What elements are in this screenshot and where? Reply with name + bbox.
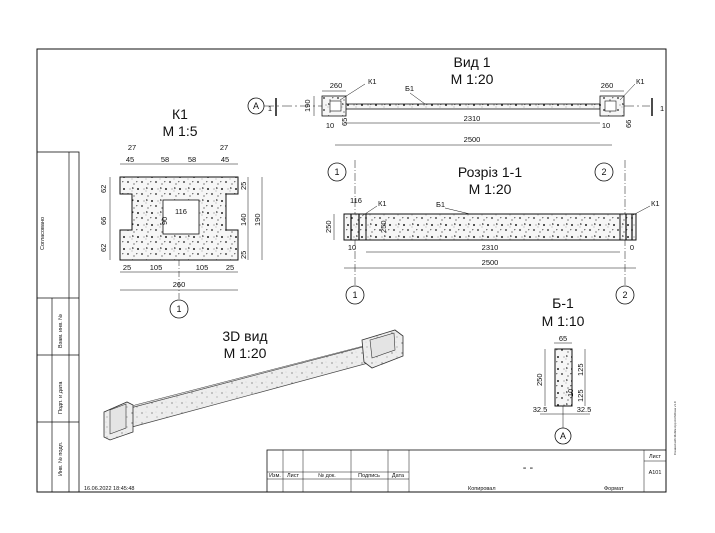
k1-d45-left: 45: [126, 155, 134, 164]
section-axis-2-top: 2: [601, 167, 606, 177]
section-d250-center: 250: [379, 220, 388, 233]
stamp-sign-date: Подп. и дата: [58, 381, 64, 414]
k1-d25-top: 25: [239, 182, 248, 190]
view1-d260-left: 260: [330, 81, 343, 90]
section-d10: 10: [348, 243, 356, 252]
b1-d325-right: 32.5: [577, 405, 592, 414]
k1-title: К1: [172, 106, 188, 122]
b1-d10: 10: [566, 389, 575, 397]
view1-d260-right: 260: [601, 81, 614, 90]
view1-d10-right: 10: [602, 121, 610, 130]
view1-mark-1: 1: [268, 104, 272, 113]
view1-d190: 190: [303, 99, 312, 112]
stamp-inv-orig: Инв. № подл.: [58, 441, 64, 476]
view1-title: Вид 1: [453, 54, 490, 70]
k1-d105-right: 105: [196, 263, 209, 272]
view1-d65: 65: [340, 118, 349, 126]
k1-d190: 190: [253, 213, 262, 226]
tb-ndoc: № док.: [318, 473, 336, 479]
footer-format: Формат: [604, 486, 624, 492]
b1-d250: 250: [535, 373, 544, 386]
tb-name: - -: [523, 462, 534, 474]
view-3d: 3D вид М 1:20: [103, 328, 404, 441]
tb-data: Дата: [392, 473, 405, 479]
k1-d27-left: 27: [128, 143, 136, 152]
view1-axis-a: А: [253, 101, 259, 111]
section-scale: М 1:20: [469, 181, 512, 197]
tb-list: Лист: [287, 473, 299, 479]
footer-kopiroval: Копировал: [468, 486, 496, 492]
section-1-1: Розріз 1-1 М 1:20 1 2 116 К1 Б1 К1 250 2…: [324, 160, 660, 305]
side-stamp: Согласовано Взам. инв. № Подп. и дата Ин…: [40, 217, 64, 476]
tb-sheet-label: Лист: [649, 454, 661, 460]
section-title: Розріз 1-1: [458, 164, 522, 180]
left-stamp-frame: [36, 151, 80, 493]
view1-b1-label: Б1: [405, 84, 414, 93]
k1-axis-1: 1: [176, 304, 181, 314]
section-k1-left: К1: [378, 199, 387, 208]
k1-d27-right: 27: [220, 143, 228, 152]
view1-d2500: 2500: [464, 135, 481, 144]
footer-timestamp: 16.06.2022 18:45:48: [84, 486, 134, 492]
k1-d90: 90: [160, 217, 169, 225]
k1-d116: 116: [175, 207, 187, 216]
k1-d140: 140: [239, 213, 248, 226]
k1-d62-top: 62: [99, 185, 108, 193]
k1-d58-right: 58: [188, 155, 196, 164]
section-axis-1-top: 1: [334, 167, 339, 177]
k1-d62-bottom: 62: [99, 244, 108, 252]
b1-title: Б-1: [552, 295, 574, 311]
tb-podpis: Подпись: [358, 473, 380, 479]
section-k1-right: К1: [651, 199, 660, 208]
k1-d25-br: 25: [226, 263, 234, 272]
view1-d66: 66: [624, 120, 633, 128]
k1-d25-bl: 25: [123, 263, 131, 272]
k1-d66: 66: [99, 217, 108, 225]
view1-d10-left: 10: [326, 121, 334, 130]
k1-d45-right: 45: [221, 155, 229, 164]
b1-d125-bottom: 125: [576, 389, 585, 402]
k1-d105-left: 105: [150, 263, 163, 272]
section-axis-2: 2: [622, 290, 627, 300]
section-d2310: 2310: [482, 243, 499, 252]
b1-axis-a: А: [560, 431, 566, 441]
view1-d2310: 2310: [464, 114, 481, 123]
view1-mark-1r: 1: [660, 104, 664, 113]
view1: Вид 1 М 1:20 А 1 1 260 260 190 К1 Б1 К1 …: [247, 54, 664, 146]
title-block: Изм. Лист № док. Подпись Дата - - Лист А…: [266, 449, 667, 493]
b1-scale: М 1:10: [542, 313, 585, 329]
view1-scale: М 1:20: [451, 71, 494, 87]
section-axis-1: 1: [352, 290, 357, 300]
k1-d58-left: 58: [161, 155, 169, 164]
view3d-scale: М 1:20: [224, 345, 267, 361]
section-d0: 0: [630, 243, 634, 252]
view1-k1-label: К1: [368, 77, 377, 86]
tb-izm: Изм.: [269, 473, 281, 479]
b1-detail: Б-1 М 1:10 65 250 125 125 10 32.5 32.5 А: [533, 295, 592, 445]
view3d-title: 3D вид: [222, 328, 267, 344]
b1-d325-left: 32.5: [533, 405, 548, 414]
k1-detail: К1 М 1:5 27 45 58 58 27 45 62 66 62 116 …: [99, 106, 263, 319]
section-b1: Б1: [436, 200, 445, 209]
section-d116: 116: [350, 196, 362, 205]
view1-k1-label-right: К1: [636, 77, 645, 86]
editor-stamp: Created with Mobile App ArchiDraw v1.0: [673, 401, 677, 455]
section-d250-left: 250: [324, 220, 333, 233]
stamp-inv-replace: Взам. инв. №: [58, 314, 64, 348]
k1-d25-bottom: 25: [239, 251, 248, 259]
b1-d125-top: 125: [576, 363, 585, 376]
k1-scale: М 1:5: [162, 123, 197, 139]
stamp-agreed: Согласовано: [40, 217, 46, 250]
tb-sheet-code: А101: [649, 470, 662, 476]
b1-d65: 65: [559, 334, 567, 343]
section-d2500: 2500: [482, 258, 499, 267]
